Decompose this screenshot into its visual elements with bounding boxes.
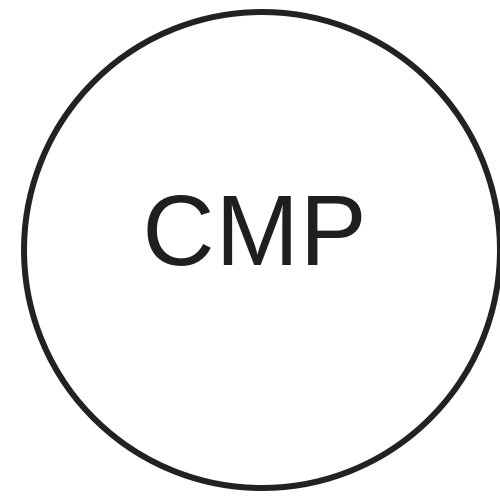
node-label: CMP	[142, 175, 368, 287]
